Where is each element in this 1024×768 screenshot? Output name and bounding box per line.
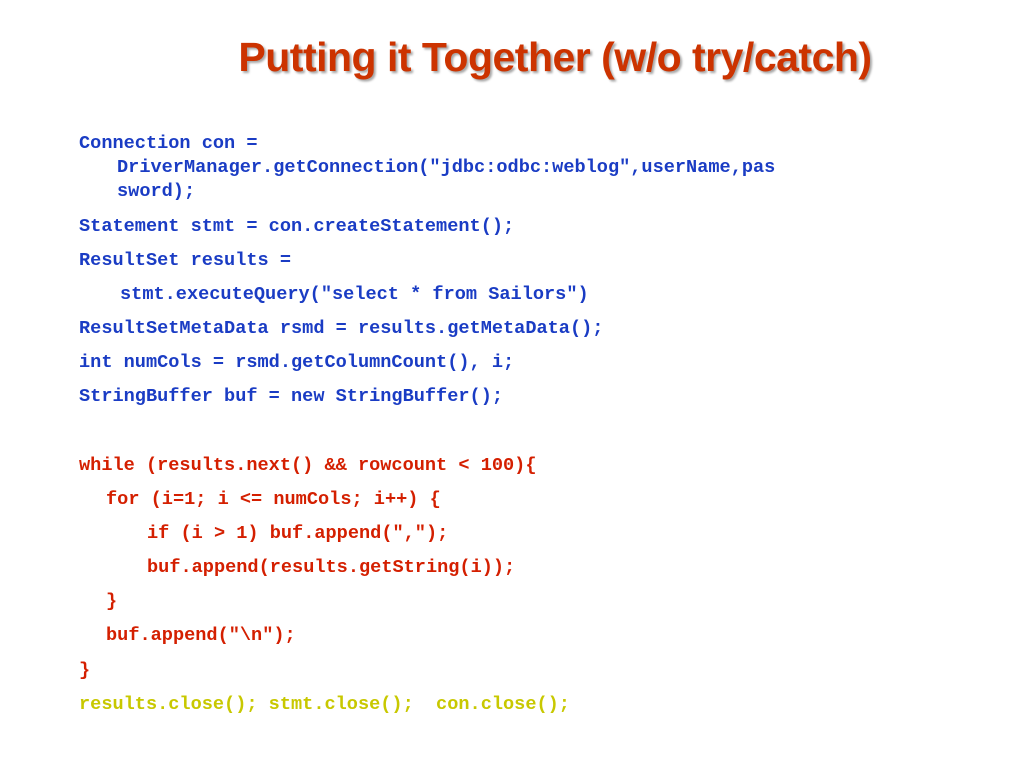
- code-line-for: for (i=1; i <= numCols; i++) {: [106, 489, 441, 510]
- code-line-connection: Connection con =: [79, 133, 258, 154]
- code-line-numcols: int numCols = rsmd.getColumnCount(), i;: [79, 352, 515, 373]
- code-line-append-newline: buf.append("\n");: [106, 625, 296, 646]
- slide-title: Putting it Together (w/o try/catch): [238, 34, 872, 80]
- code-line-password-end: sword);: [117, 181, 196, 202]
- code-line-while-close: }: [79, 660, 91, 681]
- code-line-for-close: }: [106, 591, 118, 612]
- code-line-append-string: buf.append(results.getString(i));: [147, 557, 516, 578]
- code-line-resultset: ResultSet results =: [79, 250, 292, 271]
- code-line-executequery: stmt.executeQuery("select * from Sailors…: [120, 284, 589, 305]
- code-line-while: while (results.next() && rowcount < 100)…: [79, 455, 537, 476]
- code-line-metadata: ResultSetMetaData rsmd = results.getMeta…: [79, 318, 604, 339]
- code-line-drivermanager: DriverManager.getConnection("jdbc:odbc:w…: [117, 157, 776, 178]
- code-block: Connection con = DriverManager.getConnec…: [0, 0, 775, 715]
- code-line-statement: Statement stmt = con.createStatement();: [79, 216, 515, 237]
- code-line-stringbuffer: StringBuffer buf = new StringBuffer();: [79, 386, 504, 407]
- code-line-close-all: results.close(); stmt.close(); con.close…: [79, 694, 570, 715]
- code-line-if: if (i > 1) buf.append(",");: [147, 523, 449, 544]
